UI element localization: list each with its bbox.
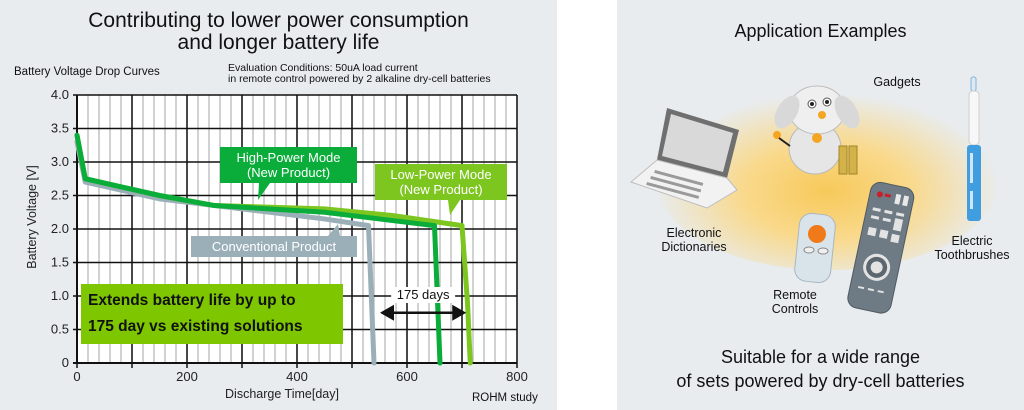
- y-tick-label: 2.0: [51, 221, 69, 236]
- voltage-chart: 0 0.5 1.0 1.5 2.0 2.5 3.0 3.5 4.0 0 200 400 600 800Di…: [25, 87, 528, 401]
- caption-line-2: of sets powered by dry-cell batteries: [676, 371, 965, 391]
- x-tick-label: 400: [286, 369, 308, 384]
- robot-dog-icon: [773, 85, 860, 175]
- chart-subtitle: Battery Voltage Drop Curves: [14, 66, 160, 78]
- callout-low-power-line-1: Low-Power Mode: [390, 167, 492, 182]
- y-tick-label: 1.5: [51, 255, 69, 270]
- label-electric-toothbrushes: Electric Toothbrushes: [922, 234, 1022, 262]
- highlight-line-1: Extends battery life by up to: [88, 292, 296, 309]
- series-lines: [74, 132, 473, 366]
- y-tick-label: 3.5: [51, 121, 69, 136]
- toothbrush-icon: [967, 76, 981, 221]
- label-electronic-dictionaries: Electronic Dictionaries: [639, 226, 749, 254]
- x-tick-label: 0: [73, 369, 80, 384]
- label-line-1: Electronic: [666, 226, 722, 240]
- annotations: 175 days: [258, 183, 467, 321]
- y-tick-label: 4.0: [51, 87, 69, 102]
- caption-line-1: Suitable for a wide range: [720, 347, 921, 367]
- x-tick-label: 800: [506, 369, 528, 384]
- highlight-line-2: 175 day vs existing solutions: [88, 318, 303, 335]
- label-line-2: Dictionaries: [661, 240, 727, 254]
- chart-panel: Contributing to lower power consumption …: [0, 0, 557, 410]
- gap-arrow-left-head: [380, 304, 394, 321]
- conditions-line-1: Evaluation Conditions: 50uA load current: [228, 62, 418, 74]
- y-tick-label: 3.0: [51, 154, 69, 169]
- callout-low-power-mode: Low-Power Mode (New Product): [375, 164, 507, 200]
- callout-pointer-low-power: [448, 200, 460, 215]
- label-line-1: Remote: [773, 288, 817, 302]
- label-gadgets: Gadgets: [873, 75, 921, 89]
- y-tick-label: 0.5: [51, 322, 69, 337]
- electronic-dictionary-icon: [630, 108, 739, 209]
- y-tick-label: 2.5: [51, 188, 69, 203]
- series-line-high-power-mode-new-product: [74, 132, 443, 366]
- chart-title-line-2: and longer battery life: [177, 31, 380, 54]
- callout-conventional-line-1: Conventional Product: [211, 239, 337, 254]
- source-note: ROHM study: [472, 392, 538, 404]
- y-tick-label: 1.0: [51, 288, 69, 303]
- callout-high-power-line-2: (New Product): [246, 165, 331, 180]
- label-line-1: Electric: [951, 234, 993, 248]
- y-tick-label: 0: [62, 355, 69, 370]
- chart-title: Contributing to lower power consumption …: [0, 10, 557, 54]
- applications-title: Application Examples: [734, 21, 907, 41]
- callout-pointer-high-power: [258, 183, 270, 200]
- conditions-line-2: in remote control powered by 2 alkaline …: [228, 73, 491, 85]
- gap-arrow-right-head: [452, 304, 467, 321]
- callout-pointer-conventional: [328, 224, 340, 236]
- x-tick-label: 200: [176, 369, 198, 384]
- callout-low-power-line-2: (New Product): [399, 182, 483, 197]
- chart-title-line-1: Contributing to lower power consumption: [88, 9, 469, 32]
- callout-high-power-line-1: High-Power Mode: [236, 150, 341, 165]
- remote-control-small-icon: [794, 212, 836, 284]
- gap-label: 175 days: [397, 287, 450, 302]
- label-line-2: Toothbrushes: [934, 248, 1010, 262]
- tick-labels: 0 0.5 1.0 1.5 2.0 2.5 3.0 3.5 4.0 0 200 400 600 800Di…: [25, 87, 528, 401]
- callout-conventional-product: Conventional Product: [191, 236, 357, 257]
- label-line-2: Controls: [771, 302, 819, 316]
- highlight-box: Extends battery life by up to 175 day vs…: [81, 284, 343, 344]
- x-axis-label: Discharge Time[day]: [225, 387, 339, 401]
- x-tick-label: 600: [396, 369, 418, 384]
- remote-control-icon: [847, 181, 915, 314]
- label-remote-controls: Remote Controls: [760, 288, 830, 316]
- y-axis-label: Battery Voltage [V]: [25, 165, 39, 269]
- applications-panel: Application Examples Electronic Dictiona…: [617, 0, 1024, 410]
- applications-caption: Suitable for a wide range of sets powere…: [617, 345, 1024, 393]
- evaluation-conditions: Evaluation Conditions: 50uA load current…: [228, 63, 491, 85]
- callout-high-power-mode: High-Power Mode (New Product): [220, 147, 357, 183]
- gap-label-background: [391, 287, 456, 303]
